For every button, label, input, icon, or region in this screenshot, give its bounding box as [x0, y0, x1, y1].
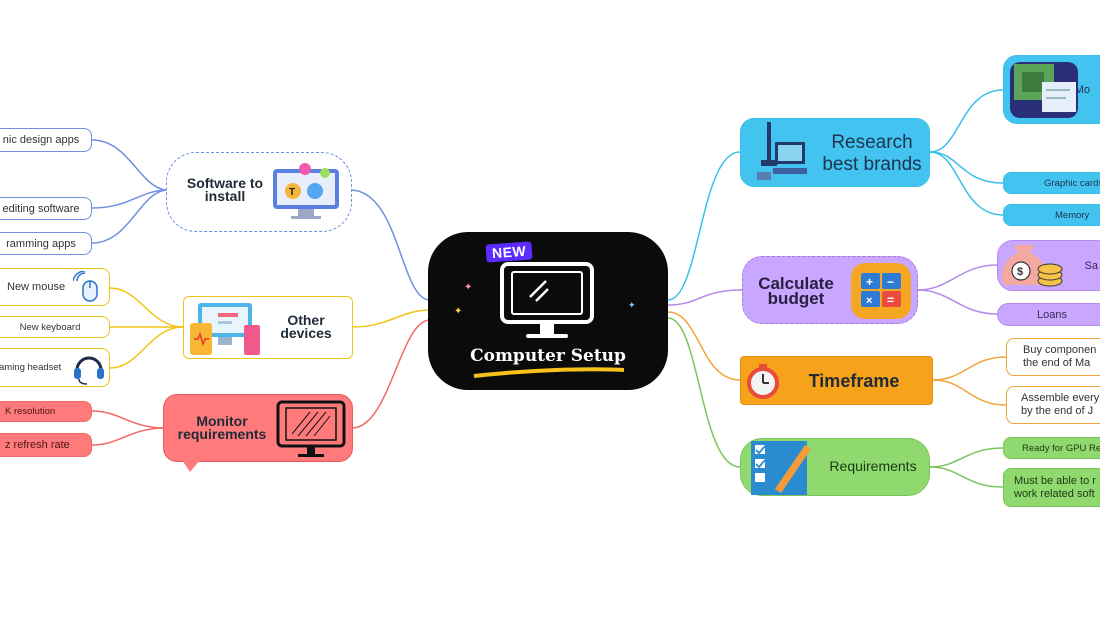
hardware-illustration-icon [757, 122, 807, 180]
leaf-label: Mo [1074, 83, 1090, 96]
svg-text:+: + [866, 275, 873, 289]
leaf-graphic-design-apps[interactable]: nic design apps [0, 128, 92, 152]
star-icon: ✦ [628, 300, 636, 310]
mouse-icon [73, 271, 98, 302]
leaf-editing-software[interactable]: editing software [0, 197, 92, 220]
monitor-outline-icon: ✦ ✦ ✦ [454, 262, 636, 382]
star-icon: ✦ [464, 282, 472, 293]
checklist-icon [751, 441, 811, 495]
branch-title: Requirements [829, 458, 917, 474]
branch-requirements[interactable]: Requirements [740, 438, 930, 496]
headset-icon [74, 356, 104, 385]
svg-text:T: T [289, 187, 295, 198]
branch-title: Other devices [280, 312, 332, 341]
motherboard-icon [1010, 62, 1078, 118]
branch-research-best-brands[interactable]: Research best brands [740, 118, 930, 187]
leaf-label: Buy componen the end of Ma [1023, 344, 1097, 369]
branch-title: Calculate budget [758, 274, 834, 308]
leaf-programming-apps[interactable]: ramming apps [0, 232, 92, 255]
leaf-label: New mouse [7, 281, 66, 293]
devices-icon [190, 303, 260, 355]
leaf-gaming-headset[interactable]: aming headset [0, 348, 110, 387]
branch-monitor-requirements[interactable]: Monitor requirements [163, 394, 353, 462]
leaf-work-related-software[interactable]: Must be able to r work related soft [1003, 468, 1100, 507]
svg-text:×: × [866, 295, 872, 307]
svg-text:=: = [887, 293, 894, 307]
money-bag-icon: $ [1001, 245, 1063, 287]
central-topic-title: Computer Setup [470, 346, 626, 366]
branch-title: Software to install [186, 175, 264, 204]
calculator-icon: + − × = [851, 263, 911, 319]
leaf-new-keyboard[interactable]: New keyboard [0, 316, 110, 338]
new-badge: NEW [485, 241, 533, 263]
leaf-assemble-everything[interactable]: Assemble every by the end of J [1006, 386, 1100, 424]
leaf-motherboards[interactable]: Mo [1003, 55, 1100, 124]
leaf-ready-for-gpu-rendering[interactable]: Ready for GPU Rend [1003, 437, 1100, 459]
leaf-label: Assemble every by the end of J [1021, 392, 1100, 417]
leaf-new-mouse[interactable]: New mouse [0, 268, 110, 306]
leaf-label: Sa [1084, 259, 1098, 272]
leaf-buy-components[interactable]: Buy componen the end of Ma [1006, 338, 1100, 376]
branch-title: Timeframe [808, 371, 900, 391]
svg-text:−: − [887, 275, 894, 289]
branch-timeframe[interactable]: Timeframe [740, 356, 933, 405]
branch-software-to-install[interactable]: Software to install T [166, 152, 352, 232]
leaf-label: Must be able to r work related soft [1014, 474, 1096, 500]
svg-text:$: $ [1017, 266, 1023, 278]
branch-other-devices[interactable]: Other devices [183, 296, 353, 359]
branch-title: Research best brands [822, 132, 922, 175]
leaf-savings[interactable]: $ Sa [997, 240, 1100, 291]
leaf-loans[interactable]: Loans [997, 303, 1100, 326]
leaf-label: aming headset [0, 362, 62, 373]
central-topic[interactable]: ✦ ✦ ✦ Computer Setup [428, 232, 668, 390]
branch-title: Monitor requirements [177, 413, 267, 442]
star-icon: ✦ [454, 306, 462, 317]
leaf-4k-resolution[interactable]: K resolution [0, 401, 92, 422]
computer-apps-icon: T [273, 163, 339, 219]
monitor-sketch-icon [276, 400, 346, 457]
callout-tail [182, 460, 200, 472]
stopwatch-icon [747, 364, 779, 399]
leaf-graphic-cards[interactable]: Graphic cards [1003, 172, 1100, 194]
leaf-memory[interactable]: Memory [1003, 204, 1100, 226]
leaf-refresh-rate[interactable]: z refresh rate [0, 433, 92, 457]
branch-calculate-budget[interactable]: Calculate budget + − × = [742, 256, 918, 324]
